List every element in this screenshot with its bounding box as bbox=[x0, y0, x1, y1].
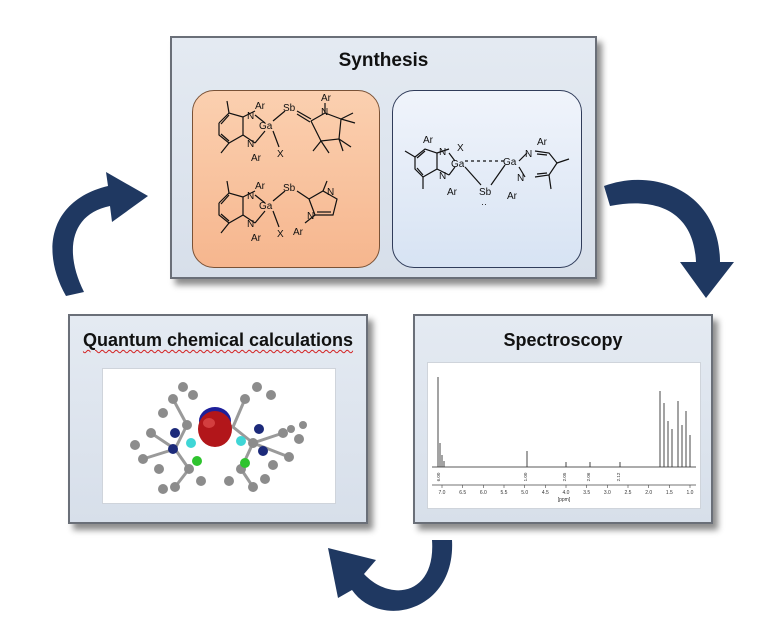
nmr-tick-label: 2.0 bbox=[645, 490, 652, 496]
nmr-integral-label: 2.12 bbox=[616, 472, 621, 481]
molecule-nitrogen-atoms bbox=[168, 424, 268, 456]
svg-text:Ar: Ar bbox=[537, 137, 548, 148]
svg-text:N: N bbox=[247, 139, 254, 150]
svg-text:X: X bbox=[277, 229, 284, 240]
molecule-model bbox=[130, 382, 307, 494]
svg-text:Ar: Ar bbox=[251, 233, 262, 244]
structure-2-labels: Ar N Ga Sb N Ar X N N Ar bbox=[247, 181, 334, 244]
svg-text:N: N bbox=[439, 147, 446, 158]
svg-text:Sb: Sb bbox=[283, 103, 296, 114]
molecule-carbon-atoms bbox=[130, 382, 307, 494]
spectroscopy-panel: Spectroscopy bbox=[413, 314, 713, 524]
molecule-chlorine-atoms bbox=[192, 456, 250, 468]
svg-text:X: X bbox=[277, 149, 284, 160]
nmr-tick-label: 6.5 bbox=[459, 490, 466, 496]
nmr-tick-label: 7.0 bbox=[439, 490, 446, 496]
synthesis-structures-box-right: Ar N Ga X N Ar Sb ·· Ga N Ar N Ar bbox=[392, 90, 582, 268]
molecule-image bbox=[102, 368, 336, 504]
nmr-integral-label: 6.00 bbox=[436, 472, 441, 481]
nmr-tick-label: 5.0 bbox=[521, 490, 528, 496]
quantum-title: Quantum chemical calculations bbox=[82, 330, 354, 350]
svg-text:N: N bbox=[327, 187, 334, 198]
nmr-tick-label: 4.0 bbox=[563, 490, 570, 496]
lone-pair-lobe bbox=[198, 411, 232, 447]
nmr-tick-label: 2.5 bbox=[625, 490, 632, 496]
svg-text:X: X bbox=[457, 143, 464, 154]
svg-text:N: N bbox=[307, 211, 314, 222]
nmr-peaks bbox=[437, 377, 691, 467]
svg-text:Ga: Ga bbox=[259, 121, 273, 132]
svg-text:N: N bbox=[525, 149, 532, 160]
svg-text:Ar: Ar bbox=[507, 191, 518, 202]
nmr-tick-label: 3.5 bbox=[583, 490, 590, 496]
svg-text:Ar: Ar bbox=[255, 101, 266, 112]
svg-text:Ar: Ar bbox=[251, 153, 262, 164]
nmr-tick-label: 1.0 bbox=[687, 490, 694, 496]
svg-text:N: N bbox=[247, 191, 254, 202]
structure-dimer-labels: Ar N Ga X N Ar Sb ·· Ga N Ar N Ar bbox=[423, 135, 548, 209]
structure-1-labels: Ar N Ga Sb N Ar X Ar N bbox=[247, 93, 332, 164]
nmr-tick-labels: 7.0 6.5 6.0 5.5 5.0 4.5 4.0 3.5 3.0 2.5 2.0 1.5 1.0 bbox=[439, 485, 694, 496]
cycle-arrow-right bbox=[604, 179, 734, 298]
structure-drawing-right: Ar N Ga X N Ar Sb ·· Ga N Ar N Ar bbox=[404, 135, 570, 209]
nmr-tick-label: 3.0 bbox=[604, 490, 611, 496]
structure-2 bbox=[218, 180, 338, 234]
svg-text:N: N bbox=[247, 219, 254, 230]
svg-text:Sb: Sb bbox=[479, 187, 492, 198]
nmr-tick-label: 5.5 bbox=[501, 490, 508, 496]
svg-text:Ga: Ga bbox=[503, 157, 517, 168]
nmr-integral-label: 1.00 bbox=[523, 472, 528, 481]
svg-text:N: N bbox=[517, 173, 524, 184]
svg-text:Ar: Ar bbox=[255, 181, 266, 192]
synthesis-panel: Synthesis bbox=[170, 36, 597, 279]
svg-text:Ga: Ga bbox=[451, 159, 465, 170]
synthesis-structures-box-left: Ar N Ga Sb N Ar X Ar N bbox=[192, 90, 380, 268]
svg-text:N: N bbox=[247, 111, 254, 122]
nmr-tick-label: 4.5 bbox=[542, 490, 549, 496]
svg-text:··: ·· bbox=[481, 199, 487, 209]
cycle-arrow-left bbox=[52, 172, 148, 296]
spectroscopy-title: Spectroscopy bbox=[503, 330, 623, 350]
svg-text:N: N bbox=[439, 171, 446, 182]
nmr-integral-labels: 6.00 1.00 2.05 2.06 2.12 bbox=[436, 472, 621, 481]
svg-text:Ar: Ar bbox=[423, 135, 434, 146]
svg-text:Ga: Ga bbox=[259, 201, 273, 212]
synthesis-title: Synthesis bbox=[338, 50, 429, 71]
quantum-panel: Quantum chemical calculations bbox=[68, 314, 368, 524]
nmr-tick-label: 1.5 bbox=[666, 490, 673, 496]
svg-text:Ar: Ar bbox=[293, 227, 304, 238]
structure-1 bbox=[218, 100, 356, 154]
svg-text:N: N bbox=[321, 107, 328, 118]
nmr-axis-unit: [ppm] bbox=[558, 497, 571, 503]
svg-text:Ar: Ar bbox=[321, 93, 332, 104]
cycle-arrow-bottom bbox=[328, 540, 453, 611]
nmr-integral-label: 2.05 bbox=[562, 472, 567, 481]
svg-text:Sb: Sb bbox=[283, 183, 296, 194]
nmr-integral-label: 2.06 bbox=[586, 472, 591, 481]
molecule-gallium-atoms bbox=[186, 436, 246, 448]
structure-dimer bbox=[404, 148, 570, 190]
svg-text:Ar: Ar bbox=[447, 187, 458, 198]
structure-drawing-left: Ar N Ga Sb N Ar X Ar N bbox=[218, 93, 356, 244]
nmr-tick-label: 6.0 bbox=[480, 490, 487, 496]
